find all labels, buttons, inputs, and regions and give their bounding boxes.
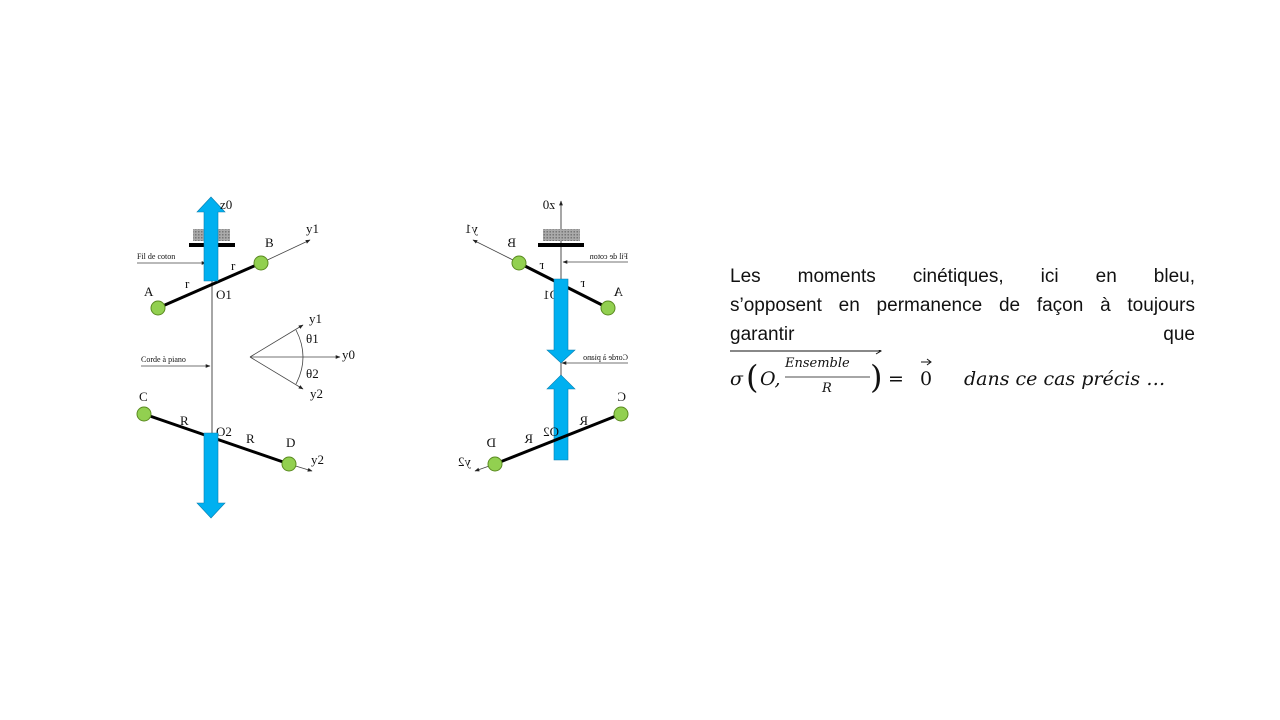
label-c: C: [139, 389, 148, 404]
corde-label: Corde à piano: [141, 355, 186, 364]
label-r-big: R: [246, 431, 255, 446]
fil-label: Fil de coton: [590, 252, 628, 261]
label-y1: y1: [309, 311, 322, 326]
diagram-left: Fil de coton z0 y1 B A r r O1 Corde à pi…: [136, 196, 355, 519]
label-r: r: [185, 276, 190, 291]
equals: =: [888, 368, 904, 390]
label-r: r: [580, 275, 585, 290]
text-line: s’opposent en permanence de façon à touj…: [730, 295, 1195, 316]
zero-vector: 0: [920, 368, 933, 390]
label-o1: O1: [216, 287, 232, 302]
explanation-text: Les moments cinétiques, ici en bleu, s’o…: [730, 262, 1195, 349]
rod-cd: [494, 412, 622, 466]
angular-momentum-arrow-up: [546, 374, 576, 461]
label-r: r: [539, 257, 544, 272]
rod-ab: [157, 261, 262, 310]
mass-c: [613, 406, 629, 422]
sigma: σ: [730, 368, 743, 390]
angular-momentum-arrow-up: [196, 196, 226, 282]
angular-momentum-arrow-down: [546, 278, 576, 364]
angular-momentum-arrow-down: [196, 432, 226, 519]
label-o2: O2: [543, 424, 559, 439]
label-r-big: R: [180, 413, 189, 428]
label-a: A: [613, 284, 623, 299]
text-line: Les moments cinétiques, ici en bleu,: [730, 266, 1195, 287]
label-o2: O2: [216, 424, 232, 439]
support-bar: [538, 243, 584, 247]
fil-label: Fil de coton: [137, 252, 175, 261]
diagram-right: Fil de coton z0 y1 B A r r O1 Corde à pi…: [458, 197, 629, 472]
fraction-denominator: R: [822, 381, 832, 396]
mass-a: [150, 300, 166, 316]
label-r: r: [231, 258, 236, 273]
mass-b: [253, 255, 269, 271]
label-y2: y2: [458, 454, 471, 469]
formula-tail: dans ce cas précis …: [964, 368, 1166, 390]
label-y2: y2: [310, 386, 323, 401]
label-d: D: [487, 435, 496, 450]
formula: σ ( O, Ensemble R ) = 0 dans ce cas préc…: [730, 350, 1210, 400]
label-z0: z0: [220, 197, 232, 212]
weight: [543, 229, 580, 241]
text-line: garantir que: [730, 324, 1195, 345]
label-a: A: [144, 284, 154, 299]
fraction-numerator: Ensemble: [785, 356, 850, 371]
label-r-big: R: [579, 413, 588, 428]
mass-a: [600, 300, 616, 316]
paren-open: (: [746, 358, 759, 396]
label-r-big: R: [524, 431, 533, 446]
paren-close: ): [870, 358, 883, 396]
mass-c: [136, 406, 152, 422]
formula-o: O,: [760, 368, 781, 390]
label-y1: y1: [306, 221, 319, 236]
label-y1: y1: [465, 221, 478, 236]
label-z0: z0: [543, 197, 555, 212]
label-b: B: [507, 235, 516, 250]
formula-overline: [730, 350, 932, 378]
label-c: C: [617, 389, 626, 404]
mass-d: [281, 456, 297, 472]
corde-label: Corde à piano: [583, 353, 628, 362]
mass-d: [487, 456, 503, 472]
label-y0: y0: [342, 347, 355, 362]
mass-b: [511, 255, 527, 271]
label-y2: y2: [311, 452, 324, 467]
label-theta2: θ2: [306, 366, 319, 381]
label-d: D: [286, 435, 295, 450]
label-b: B: [265, 235, 274, 250]
label-theta1: θ1: [306, 331, 319, 346]
